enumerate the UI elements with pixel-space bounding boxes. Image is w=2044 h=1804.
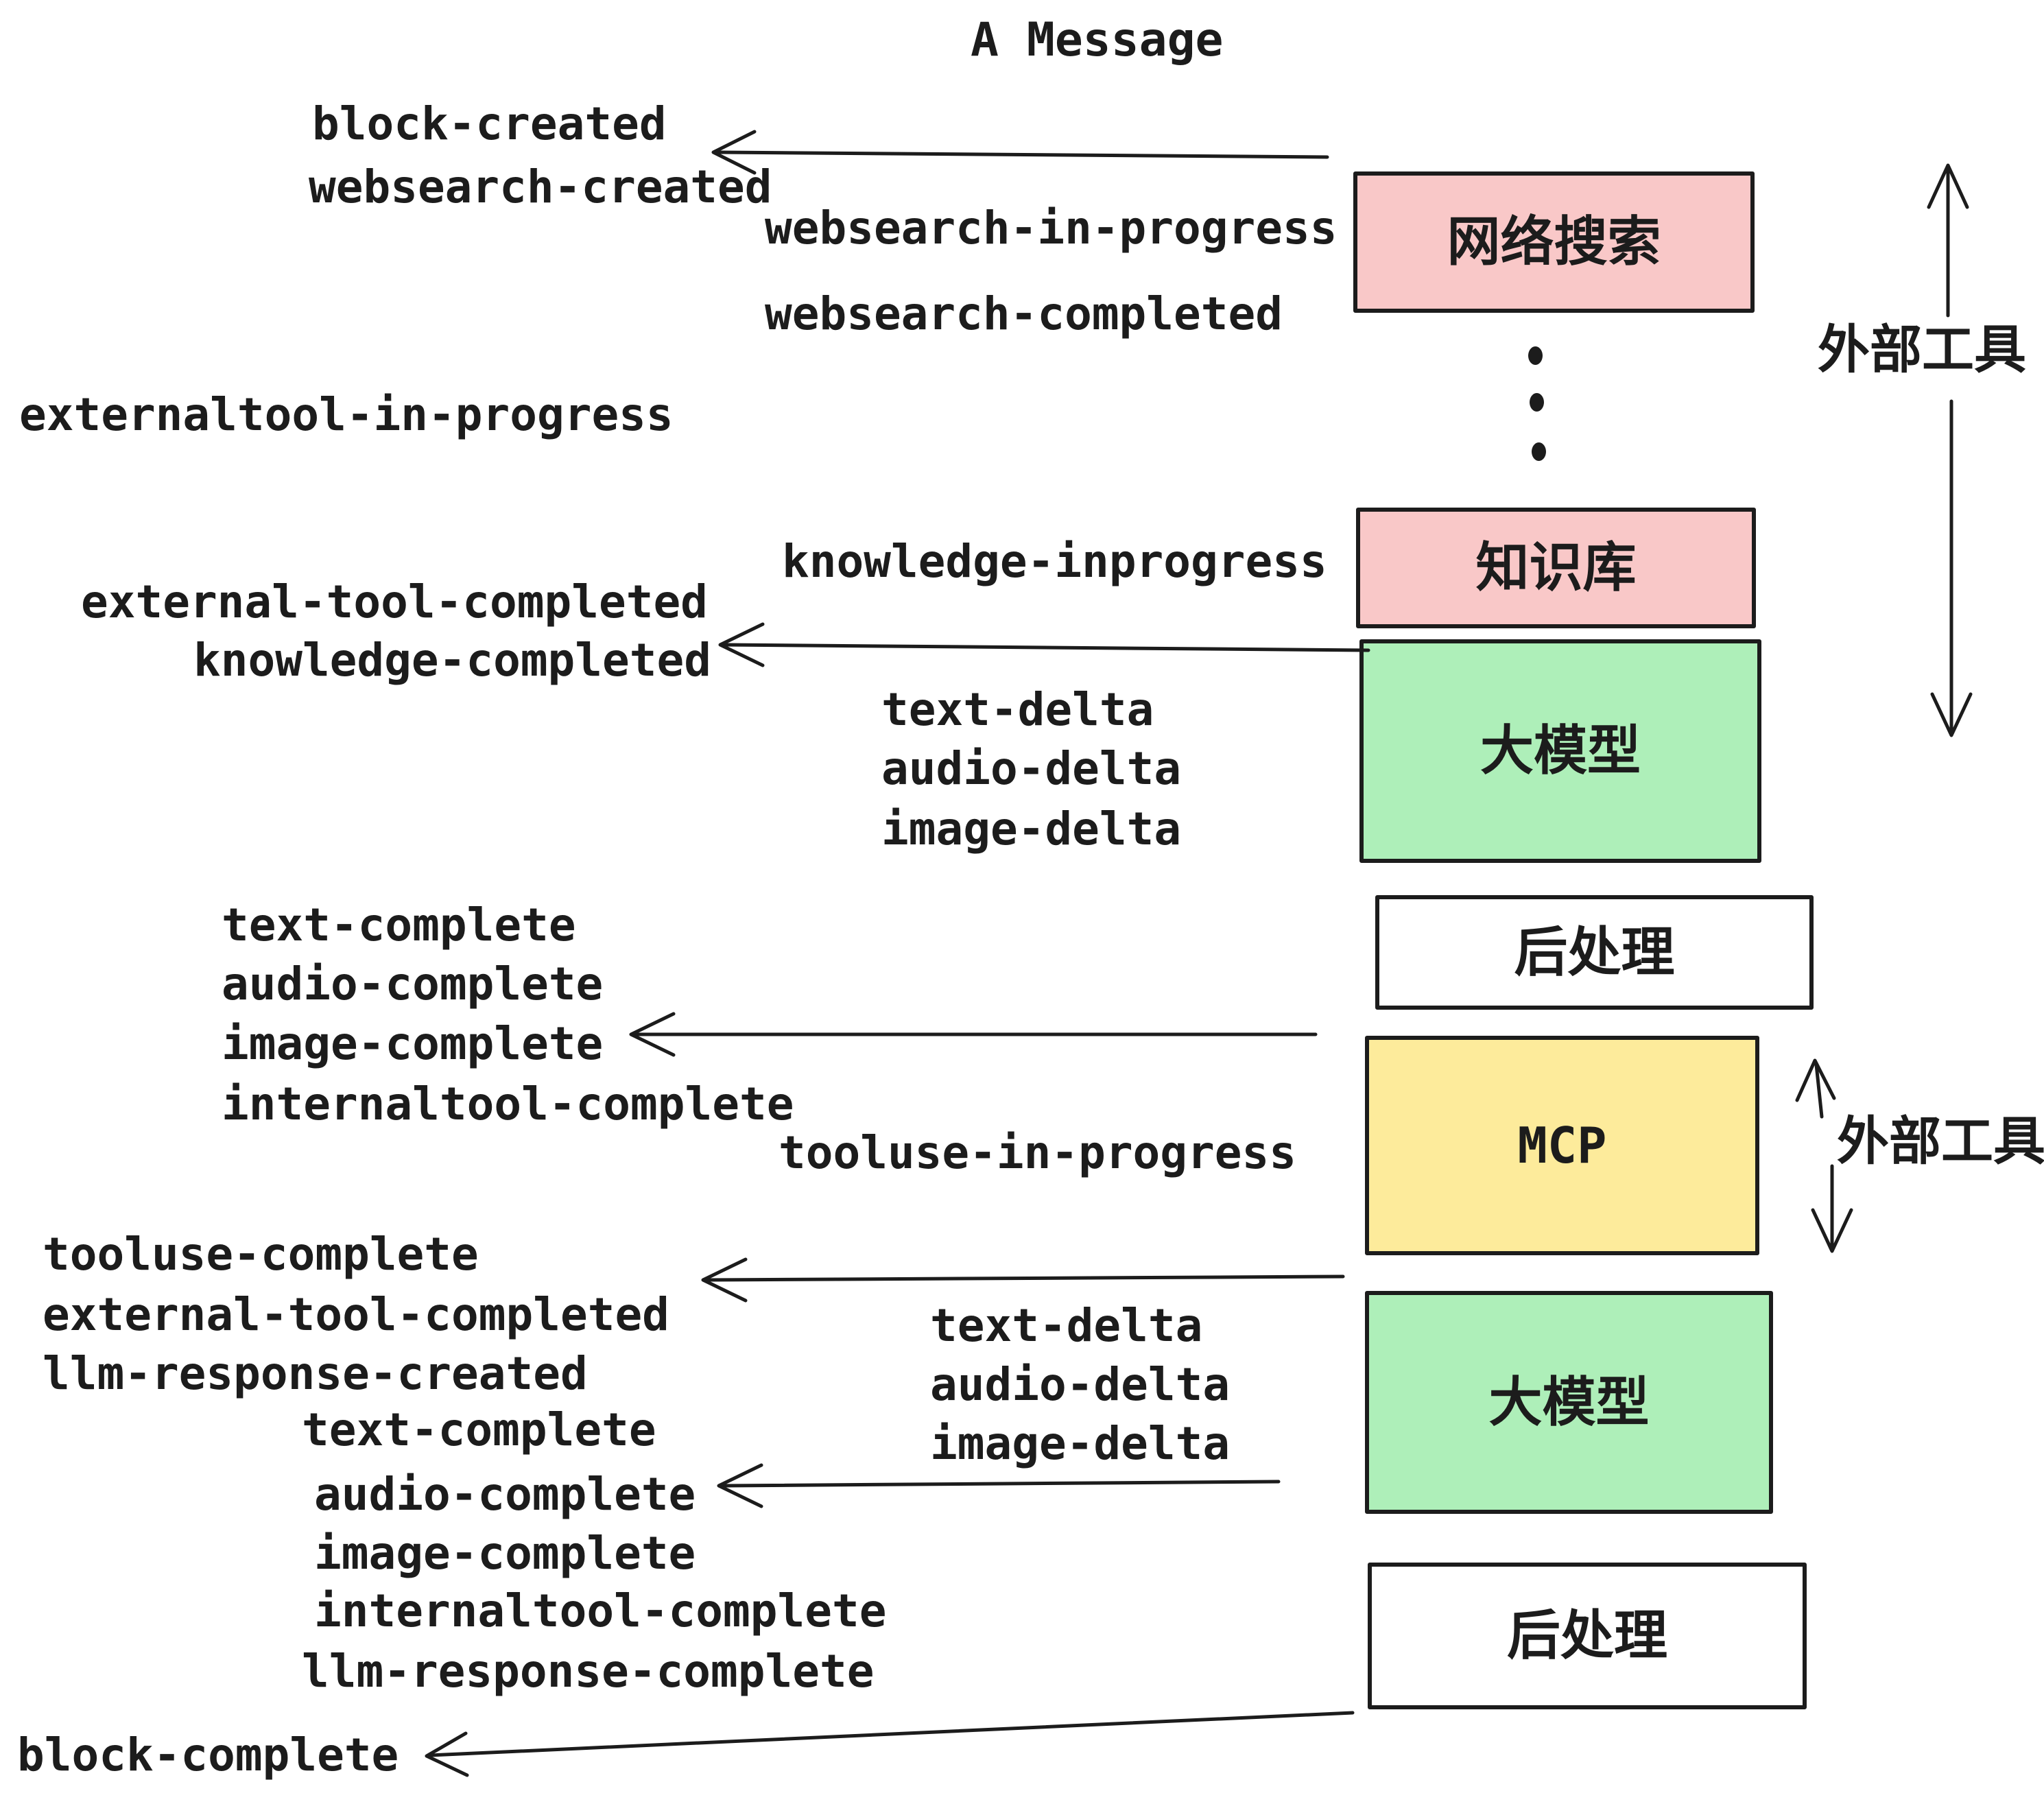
box-websearch: 网络搜索 xyxy=(1353,171,1755,313)
event-knowledge-inprogress: knowledge-inprogress xyxy=(782,535,1327,588)
event-internaltool-complete: internaltool-complete xyxy=(222,1078,794,1130)
box-llm-top-label: 大模型 xyxy=(1479,720,1641,782)
event-text-delta-2: text-delta xyxy=(930,1299,1203,1352)
event-block-complete: block-complete xyxy=(17,1729,399,1781)
event-audio-complete-2: audio-complete xyxy=(314,1468,696,1521)
box-llm-bottom-label: 大模型 xyxy=(1488,1371,1650,1434)
event-tooluse-complete: tooluse-complete xyxy=(43,1228,479,1281)
box-mcp: MCP xyxy=(1365,1036,1759,1255)
box-mcp-label: MCP xyxy=(1517,1117,1607,1174)
box-postprocess-bottom: 后处理 xyxy=(1368,1563,1807,1709)
event-websearch-in-progress: websearch-in-progress xyxy=(765,202,1338,254)
box-llm-bottom: 大模型 xyxy=(1365,1291,1773,1514)
event-text-complete-2: text-complete xyxy=(302,1403,656,1456)
event-websearch-created: websearch-created xyxy=(309,161,772,213)
ellipsis-dot xyxy=(1528,346,1543,365)
arrow-mcp-to-tooluse-complete xyxy=(701,1257,1345,1303)
event-knowledge-completed: knowledge-completed xyxy=(193,634,711,687)
event-llm-response-created: llm-response-created xyxy=(43,1347,588,1400)
diagram-title: A Message xyxy=(971,13,1224,67)
box-postprocess-top-label: 后处理 xyxy=(1514,921,1675,984)
event-external-tool-completed: external-tool-completed xyxy=(81,575,708,628)
box-postprocess-bottom-label: 后处理 xyxy=(1506,1605,1667,1667)
event-audio-delta: audio-delta xyxy=(881,742,1182,795)
arrow-to-knowledge-completed xyxy=(718,622,1370,667)
event-tooluse-in-progress: tooluse-in-progress xyxy=(779,1126,1296,1179)
event-image-complete-2: image-complete xyxy=(314,1527,696,1580)
external-tools-span-arrow-mcp xyxy=(1795,1058,1853,1253)
box-websearch-label: 网络搜索 xyxy=(1447,211,1661,273)
event-internaltool-complete-2: internaltool-complete xyxy=(314,1585,887,1637)
external-tools-label-top: 外部工具 xyxy=(1818,319,2026,380)
box-postprocess-top: 后处理 xyxy=(1375,895,1814,1010)
external-tools-label-mcp: 外部工具 xyxy=(1837,1111,2044,1172)
box-knowledge: 知识库 xyxy=(1356,508,1756,628)
arrow-websearch-to-created xyxy=(711,130,1329,175)
event-externaltool-in-progress: externaltool-in-progress xyxy=(19,388,674,441)
arrow-postprocess-to-block-complete xyxy=(425,1711,1355,1777)
arrow-llm-to-audio-complete xyxy=(717,1463,1281,1508)
external-tools-span-arrow-top xyxy=(1927,163,1973,737)
ellipsis-dot xyxy=(1530,393,1544,412)
arrow-to-internal-complete-group xyxy=(629,1012,1318,1057)
event-websearch-completed: websearch-completed xyxy=(765,287,1283,340)
event-text-complete: text-complete xyxy=(222,899,576,951)
event-block-created: block-created xyxy=(312,97,667,150)
event-llm-response-complete: llm-response-complete xyxy=(302,1645,875,1698)
event-image-delta-2: image-delta xyxy=(930,1417,1231,1470)
event-image-delta: image-delta xyxy=(881,803,1182,855)
box-llm-top: 大模型 xyxy=(1359,639,1761,863)
box-knowledge-label: 知识库 xyxy=(1475,537,1637,599)
event-image-complete: image-complete xyxy=(222,1017,604,1070)
ellipsis-dot xyxy=(1532,442,1546,461)
event-text-delta: text-delta xyxy=(881,683,1154,736)
event-audio-delta-2: audio-delta xyxy=(930,1358,1231,1411)
event-audio-complete: audio-complete xyxy=(222,958,604,1010)
event-external-tool-completed-2: external-tool-completed xyxy=(43,1288,669,1341)
